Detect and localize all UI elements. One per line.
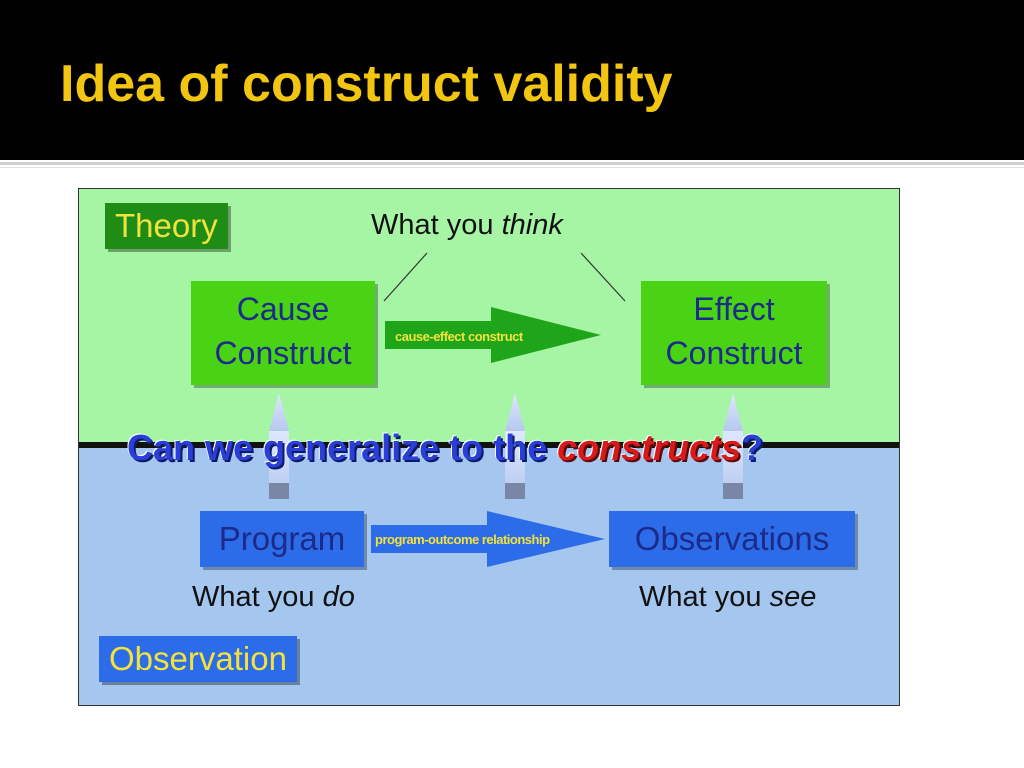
- title-divider: [0, 162, 1024, 165]
- cause-construct-line1: Cause: [236, 291, 330, 327]
- cause-construct-line2: Construct: [214, 335, 352, 371]
- what-you-think-caption: What you think: [371, 209, 563, 241]
- cause-effect-arrow: [385, 307, 601, 363]
- think-line-left: [383, 252, 428, 302]
- think-line-right: [580, 252, 626, 302]
- construct-validity-diagram: Theory Observation What you think Cause …: [78, 188, 900, 706]
- program-outcome-arrow-label: program-outcome relationship: [375, 532, 550, 547]
- program-box: Program: [200, 511, 364, 567]
- up-arrow-effect: [723, 393, 743, 499]
- program-outcome-arrow: [371, 511, 605, 567]
- effect-construct-box: Effect Construct: [641, 281, 827, 385]
- effect-construct-line2: Construct: [665, 335, 803, 371]
- title-divider-thin: [0, 167, 1024, 168]
- what-you-see-caption: What you see: [639, 581, 817, 613]
- cause-effect-arrow-label: cause-effect construct: [395, 329, 523, 344]
- region-divider: [79, 442, 899, 448]
- title-bar: Idea of construct validity: [0, 0, 1024, 160]
- generalize-question: Can we generalize to the constructs?: [127, 427, 764, 468]
- observations-box: Observations: [609, 511, 855, 567]
- theory-label: Theory: [105, 203, 228, 249]
- up-arrow-middle: [505, 393, 525, 499]
- cause-construct-box: Cause Construct: [191, 281, 375, 385]
- observation-label: Observation: [99, 636, 297, 682]
- effect-construct-line1: Effect: [693, 291, 775, 327]
- what-you-do-caption: What you do: [192, 581, 355, 613]
- up-arrow-cause: [269, 393, 289, 499]
- slide-title: Idea of construct validity: [60, 55, 673, 113]
